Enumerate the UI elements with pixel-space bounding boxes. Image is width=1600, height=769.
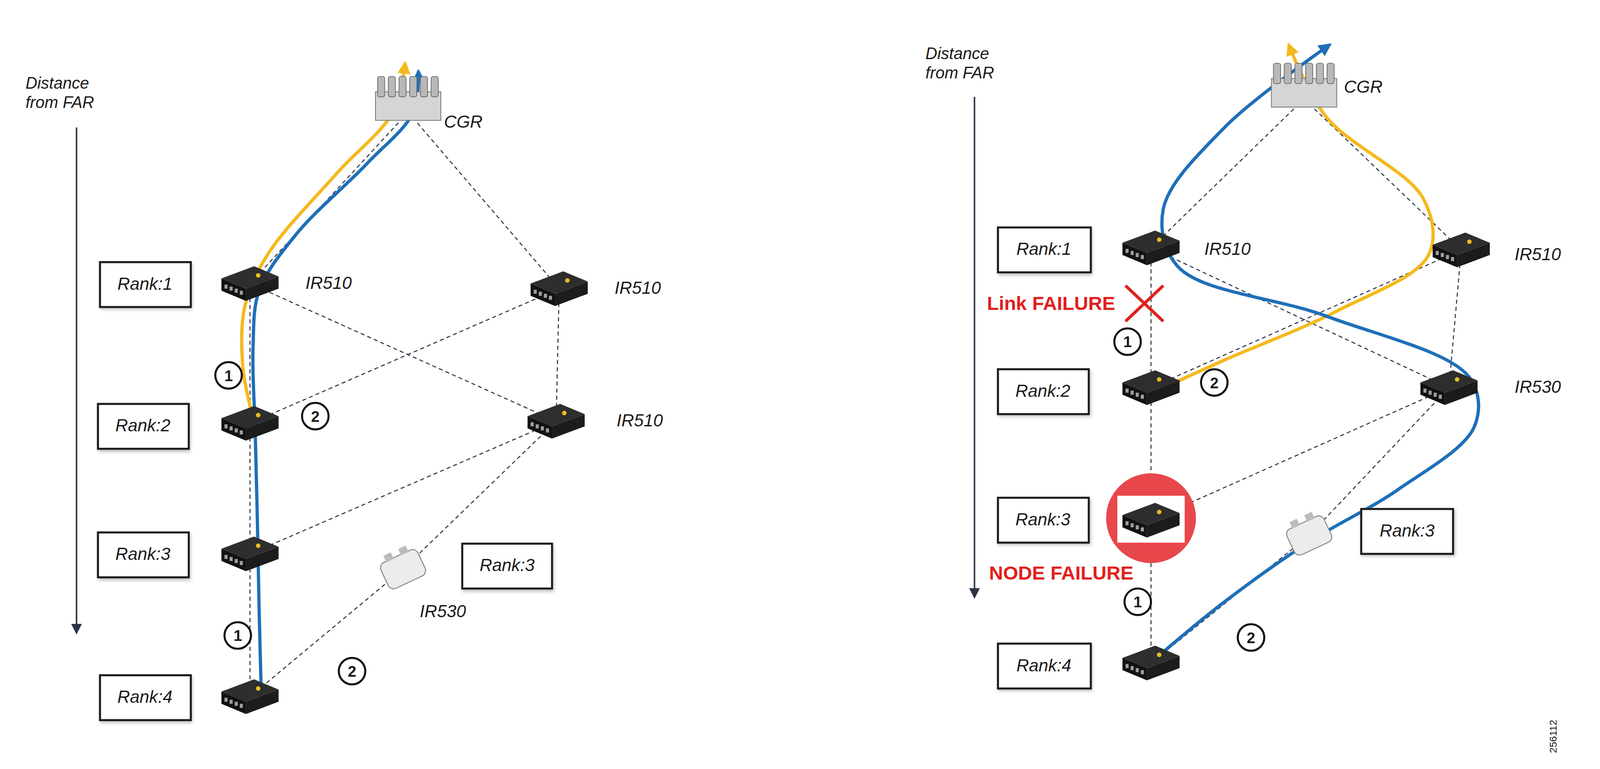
rank-box: Rank:4 [996,642,1092,691]
callout-circle [301,403,329,430]
rank-label: Rank:4 [1016,655,1072,677]
router-icon [527,404,585,439]
callout-number: 2 [310,407,320,426]
rank-box: Rank:3 [1360,508,1455,556]
router-icon [530,271,588,307]
traffic-path [1155,44,1479,660]
link-failure-cross [1125,285,1164,322]
router-icon [221,679,279,715]
rank-box: Rank:2 [996,368,1090,416]
callout-number: 1 [1133,593,1143,611]
device-label: IR510 [1204,239,1251,261]
rank-label: Rank:3 [1379,521,1435,543]
callout-circle [1124,588,1152,616]
device-label: IR530 [419,602,466,623]
failure-highlight [1106,473,1196,564]
router-icon [221,266,279,301]
rank-label: Rank:3 [115,544,171,566]
rank-label: Rank:3 [479,556,535,577]
dashed-link [556,288,560,422]
router-icon [1432,232,1491,268]
dashed-link [250,421,557,555]
dashed-link [1151,99,1305,249]
dashed-link [408,112,560,289]
rank-box: Rank:4 [98,674,192,722]
rank-label: Rank:2 [115,416,171,437]
callout-number: 2 [1246,629,1256,647]
traffic-paths [241,44,1479,692]
traffic-path [252,71,419,692]
rank-box: Rank:3 [996,496,1090,544]
callout-number: 1 [1123,333,1132,351]
axis-label: Distance from FAR [925,43,1008,83]
callout-number: 2 [347,662,357,681]
rank-box: Rank:3 [461,543,553,591]
callout-circle [215,362,242,389]
router-icon [1122,230,1180,266]
device-label: IR510 [616,411,663,432]
failure-label: Link FAILURE [987,293,1116,316]
figure-number: 256112 [1547,720,1559,754]
rank-box: Rank:3 [96,531,190,579]
device-label: CGR [1344,77,1383,99]
callout-number: 2 [1210,374,1219,392]
dashed-link [249,423,251,555]
callout-circle [338,658,366,685]
device-label: IR510 [305,273,352,294]
router-icon [1420,370,1478,406]
dashed-link [1151,247,1450,388]
cgr-router-icon [1271,63,1337,108]
rank-label: Rank:1 [1016,239,1072,261]
callout-circle [1237,624,1265,652]
rank-box: Rank:2 [96,403,190,451]
failure-highlight-box [1117,495,1185,544]
device-label: CGR [444,112,483,134]
failure-label: NODE FAILURE [988,562,1134,585]
callout-number: 1 [233,626,242,645]
device-label: IR530 [1514,377,1561,399]
dashed-link [250,283,557,422]
device-label: IR510 [614,278,661,300]
device-label: IR510 [1514,245,1561,266]
dashed-link [1304,99,1462,251]
dashed-link [250,569,404,698]
outdoor-router-icon [375,542,428,591]
dashed-link [250,112,409,285]
distance-arrow [973,96,975,597]
router-icon [1122,503,1180,538]
distance-arrow [75,127,78,633]
router-icon [1122,370,1180,406]
rank-label: Rank:2 [1015,381,1071,403]
rank-label: Rank:4 [117,687,173,709]
callout-circle [1201,369,1228,396]
router-icon [221,536,279,572]
callout-circle [224,622,251,649]
dashed-link [1150,247,1152,388]
rank-label: Rank:3 [1015,510,1071,531]
dashed-links [250,99,1462,698]
dashed-link [249,554,251,698]
dashed-link [250,288,560,424]
router-icon [1122,646,1180,681]
callout-circle [1114,328,1141,355]
router-icon [221,405,279,441]
outdoor-router-icon [1281,508,1334,558]
rank-box: Rank:1 [996,226,1092,274]
cgr-router-icon [375,76,441,121]
callout-number: 1 [224,366,233,385]
rank-box: Rank:1 [98,261,192,309]
axis-label: Distance from FAR [25,73,108,113]
dashed-link [1151,387,1450,521]
rank-label: Rank:1 [117,274,173,296]
